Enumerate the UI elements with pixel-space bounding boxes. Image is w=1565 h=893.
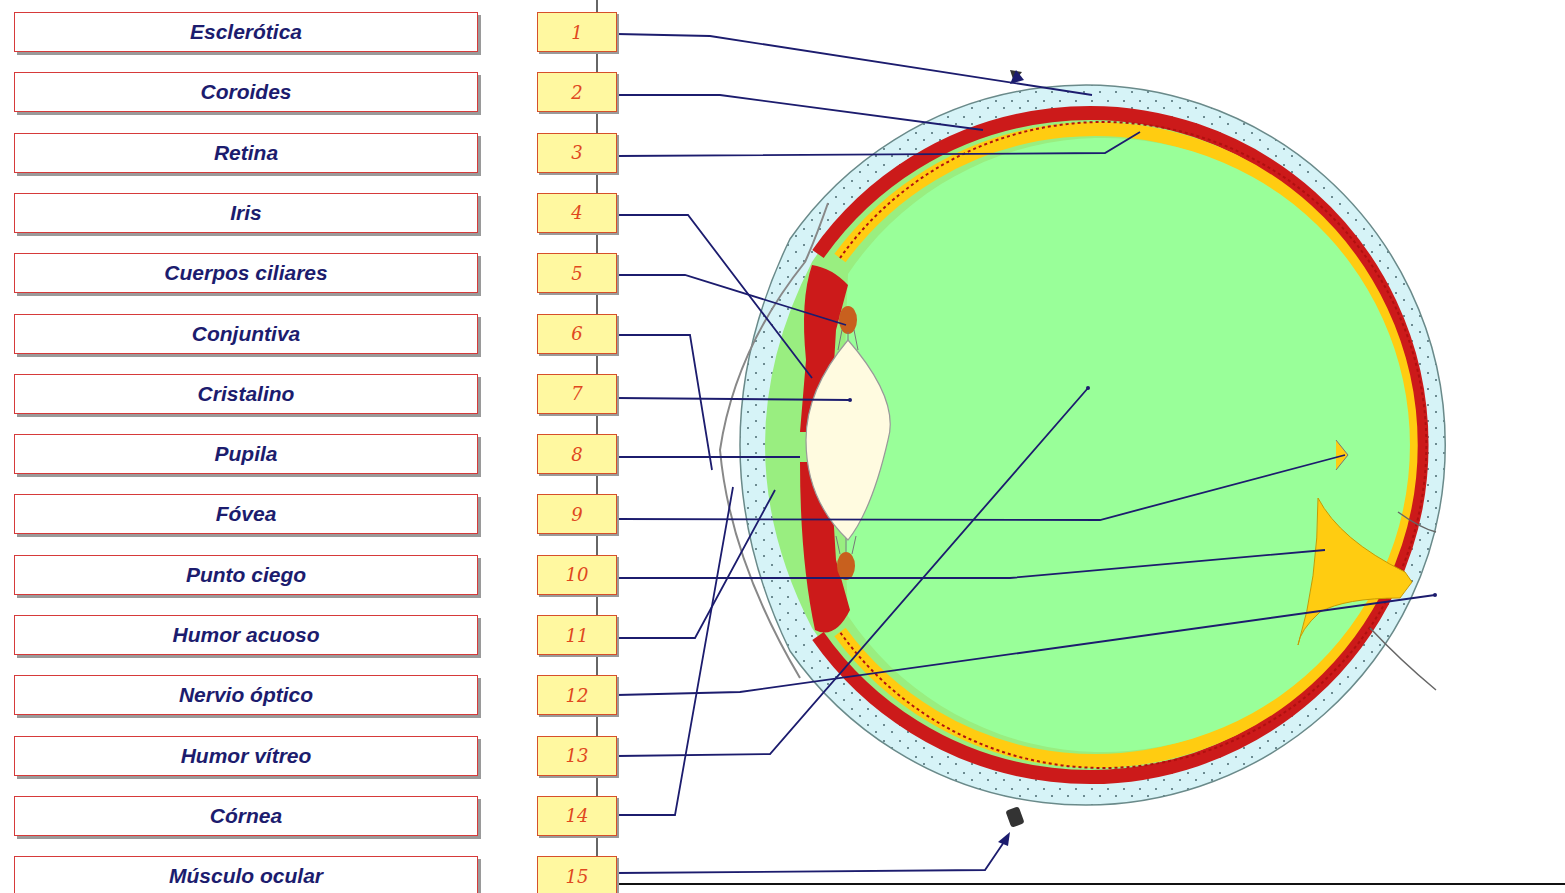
part-name-box: Conjuntiva [14,314,478,354]
callout-number-box: 14 [537,796,617,836]
part-name: Músculo ocular [169,864,323,888]
callout-number-box: 2 [537,72,617,112]
part-name-box: Coroides [14,72,478,112]
leader-dots [848,386,1437,597]
part-name-box: Punto ciego [14,555,478,595]
callout-number: 11 [566,625,589,646]
callout-number: 5 [571,263,582,284]
callout-number: 10 [566,564,589,585]
callout-number: 14 [566,805,589,826]
part-name: Humor acuoso [172,623,319,647]
choroid [818,113,1422,777]
part-name-box: Esclerótica [14,12,478,52]
callout-number: 4 [571,202,582,223]
callout-number: 13 [566,745,589,766]
callout-number: 7 [571,383,582,404]
callout-number-box: 4 [537,193,617,233]
callout-number: 2 [571,82,582,103]
leader-line [617,550,1325,578]
leader-line [617,132,1140,156]
leader-line [617,595,1435,695]
callout-number-box: 9 [537,494,617,534]
leader-line [617,487,733,815]
part-name-box: Nervio óptico [14,675,478,715]
callout-number-box: 6 [537,314,617,354]
part-name-box: Retina [14,133,478,173]
nerve-sheath [1398,512,1436,532]
leader-line [617,275,846,325]
leader-line [617,398,850,400]
callout-number: 6 [571,323,582,344]
callout-number: 9 [571,504,582,525]
part-name-box: Fóvea [14,494,478,534]
leader-line [617,215,812,378]
leader-line [617,95,983,130]
vitreous-humor [844,138,1410,752]
callout-number-box: 5 [537,253,617,293]
part-name: Coroides [200,80,291,104]
callout-number-box: 10 [537,555,617,595]
nerve-sheath [1370,628,1436,690]
conjunctiva [720,203,828,678]
part-name-box: Cuerpos ciliares [14,253,478,293]
part-name: Conjuntiva [192,322,301,346]
sclera [740,85,1445,805]
leader-arrowhead [1010,70,1024,84]
part-name: Punto ciego [186,563,306,587]
callout-number-box: 13 [537,736,617,776]
leader-line [617,34,1092,95]
callout-number-box: 8 [537,434,617,474]
callout-number-box: 12 [537,675,617,715]
leader-arrowhead [998,832,1010,846]
aqueous-humor [765,113,1421,777]
part-name-box: Pupila [14,434,478,474]
ciliary-body [837,552,855,580]
part-name: Cristalino [198,382,295,406]
part-name-box: Córnea [14,796,478,836]
optic-nerve [1298,498,1412,645]
lens [806,340,890,540]
part-name-box: Iris [14,193,478,233]
callout-number: 8 [571,444,582,465]
callout-number: 12 [566,685,589,706]
leader-line [617,335,712,470]
part-name: Córnea [210,804,282,828]
callout-number: 3 [571,142,582,163]
choroid-edge [840,122,1426,768]
leader-lines [617,34,1435,873]
callout-number-box: 15 [537,856,617,893]
callout-number: 1 [571,22,582,43]
leader-line [617,456,800,458]
part-name: Iris [230,201,262,225]
part-name: Nervio óptico [179,683,313,707]
part-name: Esclerótica [190,20,302,44]
part-name: Pupila [214,442,277,466]
callout-number-box: 1 [537,12,617,52]
part-name: Cuerpos ciliares [164,261,327,285]
callout-number-box: 11 [537,615,617,655]
part-name: Retina [214,141,278,165]
callout-number: 15 [566,866,589,887]
callout-number-box: 3 [537,133,617,173]
ciliary-body [839,306,857,334]
bottom-rule [617,883,1565,885]
leader-line [617,842,1004,873]
leader-line [617,388,1088,756]
eye-muscle [1005,806,1024,828]
part-name-box: Músculo ocular [14,856,478,893]
leader-line [617,490,775,638]
part-name-box: Humor acuoso [14,615,478,655]
part-name: Humor vítreo [181,744,312,768]
callout-number-box: 7 [537,374,617,414]
part-name-box: Humor vítreo [14,736,478,776]
part-name: Fóvea [216,502,277,526]
part-name-box: Cristalino [14,374,478,414]
